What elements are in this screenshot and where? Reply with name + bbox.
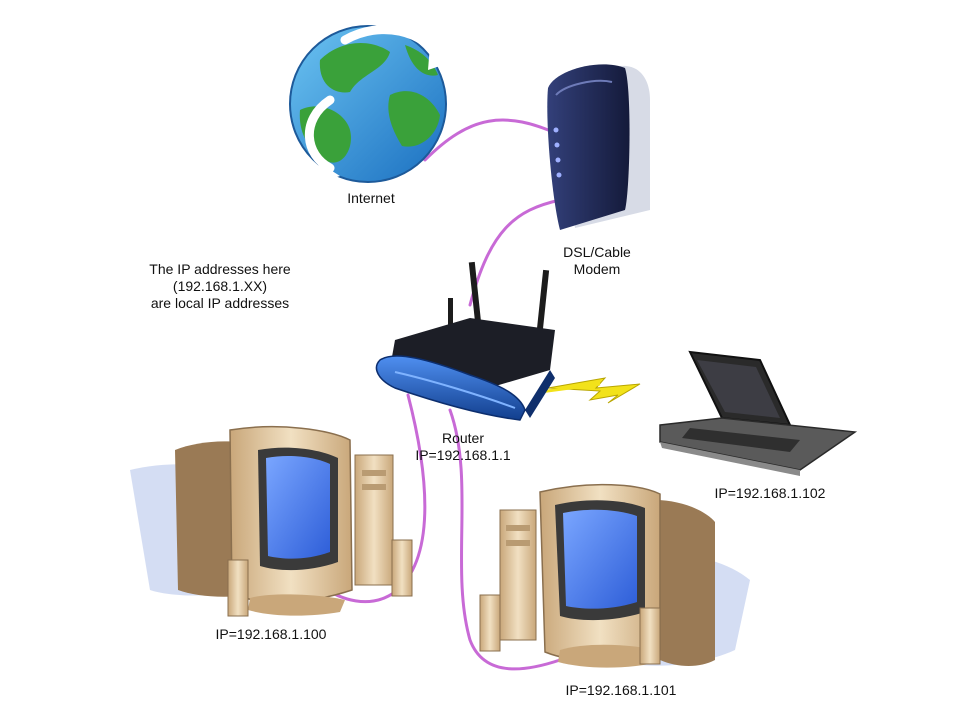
modem-label: DSL/Cable Modem	[552, 244, 642, 278]
pc-left-ip-label: IP=192.168.1.100	[186, 626, 356, 643]
pc-left-ip-text: IP=192.168.1.100	[215, 626, 327, 642]
router-label-ip: IP=192.168.1.1	[415, 447, 511, 463]
local-ip-note-line-1: The IP addresses here	[149, 261, 291, 277]
modem-label-line-1: DSL/Cable	[563, 244, 631, 260]
modem-icon	[547, 64, 650, 230]
internet-label-text: Internet	[347, 190, 395, 206]
laptop-icon	[659, 350, 858, 476]
pc-right-ip-label: IP=192.168.1.101	[536, 682, 706, 699]
internet-label: Internet	[326, 190, 416, 207]
pc-right-icon	[479, 483, 715, 668]
router-icon	[375, 261, 555, 421]
globe-icon	[289, 25, 452, 183]
wireless-bolt-icon	[547, 377, 641, 404]
local-ip-note-line-3: are local IP addresses	[150, 295, 290, 311]
laptop-ip-text: IP=192.168.1.102	[714, 485, 826, 501]
modem-label-line-2: Modem	[573, 261, 621, 277]
wireless-bolt-tail	[539, 382, 601, 394]
cable-router-pc-right	[448, 408, 562, 671]
local-ip-note-line-2: (192.168.1.XX)	[172, 278, 268, 294]
pc-left-icon	[175, 426, 413, 617]
cable-modem-router	[468, 198, 562, 307]
cable-globe-modem	[423, 118, 562, 162]
local-ip-note: The IP addresses here (192.168.1.XX) are…	[110, 261, 330, 312]
router-label-name: Router	[441, 430, 485, 446]
router-label: Router IP=192.168.1.1	[388, 430, 538, 464]
pc-right-ip-text: IP=192.168.1.101	[565, 682, 677, 698]
laptop-ip-label: IP=192.168.1.102	[680, 485, 860, 502]
